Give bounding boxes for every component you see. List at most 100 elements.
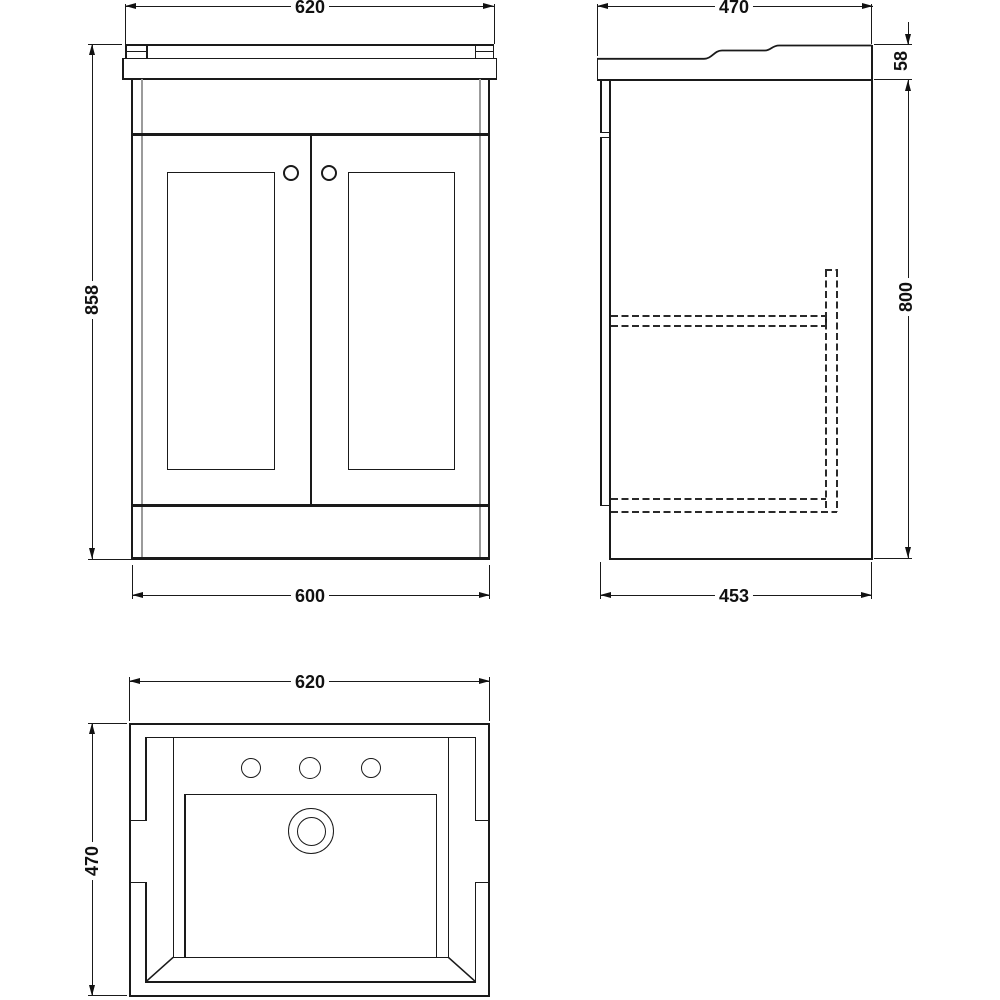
bottom-panel-dashed-top [611, 497, 826, 500]
countertop-slab-bottom [122, 78, 497, 80]
bowl-bottom-line [172, 956, 449, 959]
left-door-knob [283, 165, 299, 181]
dim-side-basin-height: 58 [891, 46, 911, 76]
dim-side-top-depth: 470 [714, 0, 754, 17]
countertop-right-cap-divider [474, 50, 494, 52]
tap-hole-left [241, 758, 261, 778]
door-front-edge-lower [600, 137, 602, 505]
dim-line-basin-height [908, 22, 909, 44]
arrow-left [597, 3, 608, 9]
countertop-strip-bottom [122, 57, 497, 60]
back-panel-dashed-left [824, 270, 827, 512]
basin-front-lip [596, 58, 599, 80]
ext-line [131, 565, 133, 599]
ext-line [88, 722, 127, 724]
tap-hole-right [361, 758, 381, 778]
arrow-down [89, 548, 95, 559]
dim-basin-depth: 470 [82, 841, 102, 881]
shelf-dashed-top [611, 314, 826, 317]
bowl-slope-left [172, 736, 175, 958]
ext-line [88, 995, 127, 996]
dim-front-top-width: 620 [290, 0, 330, 17]
ext-line [600, 562, 601, 599]
arrow-down [905, 547, 911, 558]
ext-line [129, 677, 130, 721]
door-center-split [310, 135, 312, 505]
carcass-right-inner-line [478, 79, 481, 558]
arrow-left [600, 592, 611, 598]
arrow-left [129, 678, 140, 684]
ext-line [874, 79, 912, 80]
ext-line [874, 558, 912, 559]
ext-line [871, 562, 872, 599]
dim-basin-width: 620 [290, 672, 330, 692]
dim-front-height: 858 [82, 280, 102, 320]
ext-line [88, 558, 131, 560]
basin-underside [596, 78, 873, 81]
countertop-slab-right-edge [495, 57, 498, 80]
carcass-left-inner-line [141, 79, 143, 558]
arrow-up [89, 723, 95, 734]
left-door-panel [166, 171, 275, 470]
arrow-right [861, 592, 872, 598]
cabinet-left-edge [131, 79, 133, 559]
ext-line [596, 4, 598, 56]
left-notch-top [129, 820, 146, 822]
rim-left-upper [145, 736, 147, 821]
door-gap-bottom-line [600, 136, 610, 138]
countertop-top-edge [125, 44, 494, 46]
cabinet-right-edge [488, 79, 490, 559]
arrow-up [905, 80, 911, 91]
tap-hole-center [299, 757, 321, 779]
rim-right-lower [474, 881, 477, 983]
arrow-right [483, 3, 494, 9]
right-notch-bottom [474, 881, 490, 883]
right-notch-top [474, 820, 490, 822]
door-front-edge-upper [600, 79, 602, 132]
back-panel-dashed-cap [824, 269, 838, 271]
ext-line [488, 677, 490, 721]
rim-top-line [145, 736, 476, 739]
ext-line [871, 4, 872, 44]
right-door-panel [348, 171, 455, 470]
arrow-right [479, 678, 490, 684]
ext-line [488, 565, 490, 599]
basin-outer-edge [129, 722, 490, 997]
dim-side-cabinet-height: 800 [896, 277, 916, 317]
ext-line [88, 44, 122, 45]
drain-outer-circle [288, 808, 334, 854]
bowl-base-right [435, 793, 438, 958]
countertop-slab-left-edge [122, 57, 124, 80]
arrow-left [125, 3, 136, 9]
dim-front-bottom-width: 600 [290, 586, 330, 606]
door-bottom-rail-line [131, 504, 490, 507]
ext-line [493, 4, 495, 44]
arrow-up [89, 44, 95, 55]
arrow-down [89, 984, 95, 996]
right-door-knob [321, 165, 337, 181]
deck-line [184, 793, 437, 796]
arrow-left [131, 592, 143, 598]
rim-left-lower [145, 881, 147, 983]
door-gap-top-line [600, 131, 610, 133]
shelf-dashed-bottom [611, 324, 826, 327]
basin-side-profile [597, 44, 872, 60]
rim-right-upper [474, 736, 477, 821]
door-top-rail-line [131, 132, 490, 136]
arrow-down [905, 33, 911, 45]
plinth-step-line [600, 504, 610, 506]
cabinet-bottom-edge [131, 557, 490, 560]
drain-inner-circle [296, 816, 326, 846]
back-panel-dashed-right [835, 270, 838, 512]
carcass-front-line [609, 79, 611, 560]
bowl-base-left [184, 793, 186, 958]
cabinet-bottom-edge-side [609, 557, 872, 560]
bowl-slope-right [447, 736, 450, 958]
ext-line [874, 44, 912, 46]
arrow-right [478, 592, 490, 598]
dim-side-bottom-depth: 453 [714, 586, 754, 606]
cabinet-back-edge [870, 45, 873, 560]
arrow-right [861, 3, 873, 9]
dim-line-cabinet-height [908, 80, 909, 558]
